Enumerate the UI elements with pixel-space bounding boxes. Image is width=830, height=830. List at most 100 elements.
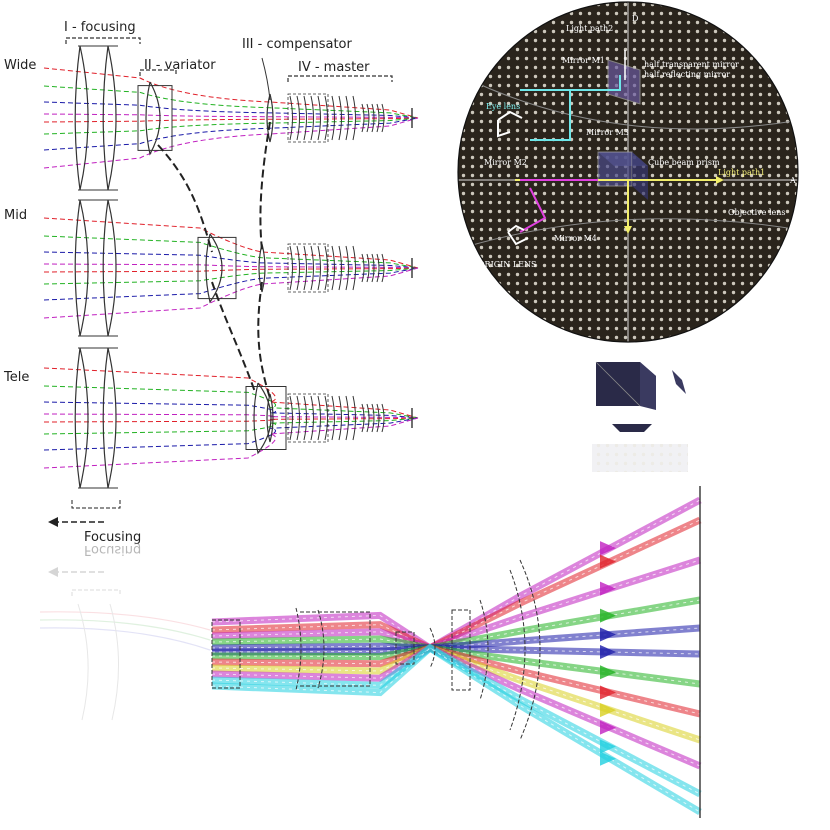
lens-element xyxy=(303,95,307,141)
ray-line xyxy=(43,217,419,269)
lens-element xyxy=(211,619,241,689)
ray-line xyxy=(43,117,419,151)
lens-element xyxy=(352,245,356,291)
position-label-wide: Wide xyxy=(4,58,37,73)
schematic-label-mirror-m2: Mirror M2 xyxy=(484,158,527,167)
ray-line xyxy=(43,267,419,319)
ray-line xyxy=(43,267,419,285)
zoom-row xyxy=(43,199,419,337)
ray-diagram xyxy=(211,486,702,818)
schematic-label-d: D xyxy=(632,14,639,23)
lens-element xyxy=(345,395,349,441)
group-label-focusing: I - focusing xyxy=(64,20,136,35)
lens-element xyxy=(266,393,274,443)
lens-element xyxy=(381,403,385,433)
lens-element xyxy=(102,199,117,337)
schematic-label-light-path1: Light path1 xyxy=(718,168,766,177)
lens-element xyxy=(317,609,325,689)
schematic-label-light-path2: Light path2 xyxy=(566,24,614,33)
lens-element xyxy=(338,395,342,441)
lens-element xyxy=(519,559,541,741)
schematic-label-mirror-m4: Mirror M4 xyxy=(554,234,597,243)
ray-beam xyxy=(211,596,701,652)
lens-element xyxy=(266,93,274,143)
lens-element xyxy=(361,103,365,133)
schematic-circle xyxy=(458,2,798,342)
ray-arrow xyxy=(600,627,616,642)
lens-element xyxy=(366,403,370,433)
lens-element xyxy=(376,403,380,433)
lens-element xyxy=(371,253,375,283)
lens-element xyxy=(366,103,370,133)
lens-element xyxy=(352,95,356,141)
ray-arrow xyxy=(600,645,616,660)
lens-element xyxy=(317,95,321,141)
lens-element xyxy=(145,81,161,156)
schematic-label-mirror-m3: Mirror M3 xyxy=(586,128,629,137)
ray-arrow xyxy=(600,685,616,700)
lens-element xyxy=(74,347,89,489)
lens-element xyxy=(371,403,375,433)
schematic-label-objective: Objective lens xyxy=(728,208,786,217)
lens-element xyxy=(451,609,471,691)
ray-line xyxy=(43,101,419,119)
lens-element xyxy=(509,569,526,731)
lens-element xyxy=(395,631,415,665)
lens-element xyxy=(366,253,370,283)
ray-line xyxy=(43,235,419,269)
ray-line xyxy=(43,117,419,123)
lens-element xyxy=(310,395,314,441)
focusing-label: Focusing xyxy=(84,530,142,545)
lens-element xyxy=(381,103,385,133)
ray-arrow xyxy=(600,554,616,569)
ray-line xyxy=(43,113,419,119)
ray-arrow xyxy=(600,608,616,623)
ray-line xyxy=(43,251,419,269)
lens-element xyxy=(376,253,380,283)
lens-element xyxy=(324,395,328,441)
ray-line xyxy=(43,117,419,169)
schematic-label-half-transparent: half transparent mirror xyxy=(644,60,739,69)
group-brackets xyxy=(65,37,393,82)
lens-element xyxy=(352,395,356,441)
position-label-tele: Tele xyxy=(4,370,30,385)
lens-element xyxy=(361,403,365,433)
position-label-mid: Mid xyxy=(4,208,28,223)
schematic-label-axis: A xyxy=(790,176,796,185)
ray-arrow xyxy=(600,581,616,596)
lens-element xyxy=(303,245,307,291)
lens-element xyxy=(361,253,365,283)
ray-line xyxy=(43,417,419,469)
zoom-rows xyxy=(43,45,419,489)
ray-line xyxy=(43,85,419,119)
ray-arrow xyxy=(600,751,616,766)
lens-element xyxy=(303,395,307,441)
lens-element xyxy=(296,95,300,141)
ray-line xyxy=(43,367,419,419)
lens-element xyxy=(338,245,342,291)
ray-arrow xyxy=(600,541,616,556)
schematic-label-eyepiece: Eye lens xyxy=(486,102,521,111)
ray-arrow xyxy=(600,665,616,680)
lens-element xyxy=(331,245,335,291)
prism-reflection xyxy=(592,361,688,472)
lens-element xyxy=(205,233,223,304)
lens-element xyxy=(295,607,302,691)
ray-line xyxy=(43,263,419,269)
ray-arrow xyxy=(600,720,616,735)
ray-line xyxy=(43,267,419,301)
group-label-variator: II - variator xyxy=(144,58,216,73)
ray-arrow xyxy=(600,739,616,754)
schematic-label-beam-prism: Cube beam prism xyxy=(648,158,720,167)
group-label-compensator: III - compensator xyxy=(242,37,352,52)
focusing-label-reflection: Focusing xyxy=(84,542,142,557)
movement-curves xyxy=(157,121,271,399)
lens-element xyxy=(338,95,342,141)
lens-element xyxy=(324,245,328,291)
lens-element xyxy=(381,253,385,283)
ray-line xyxy=(43,413,419,419)
lens-element xyxy=(345,95,349,141)
schematic-label-half-reflecting: half reflecting mirror xyxy=(644,70,731,79)
lens-element xyxy=(331,95,335,141)
